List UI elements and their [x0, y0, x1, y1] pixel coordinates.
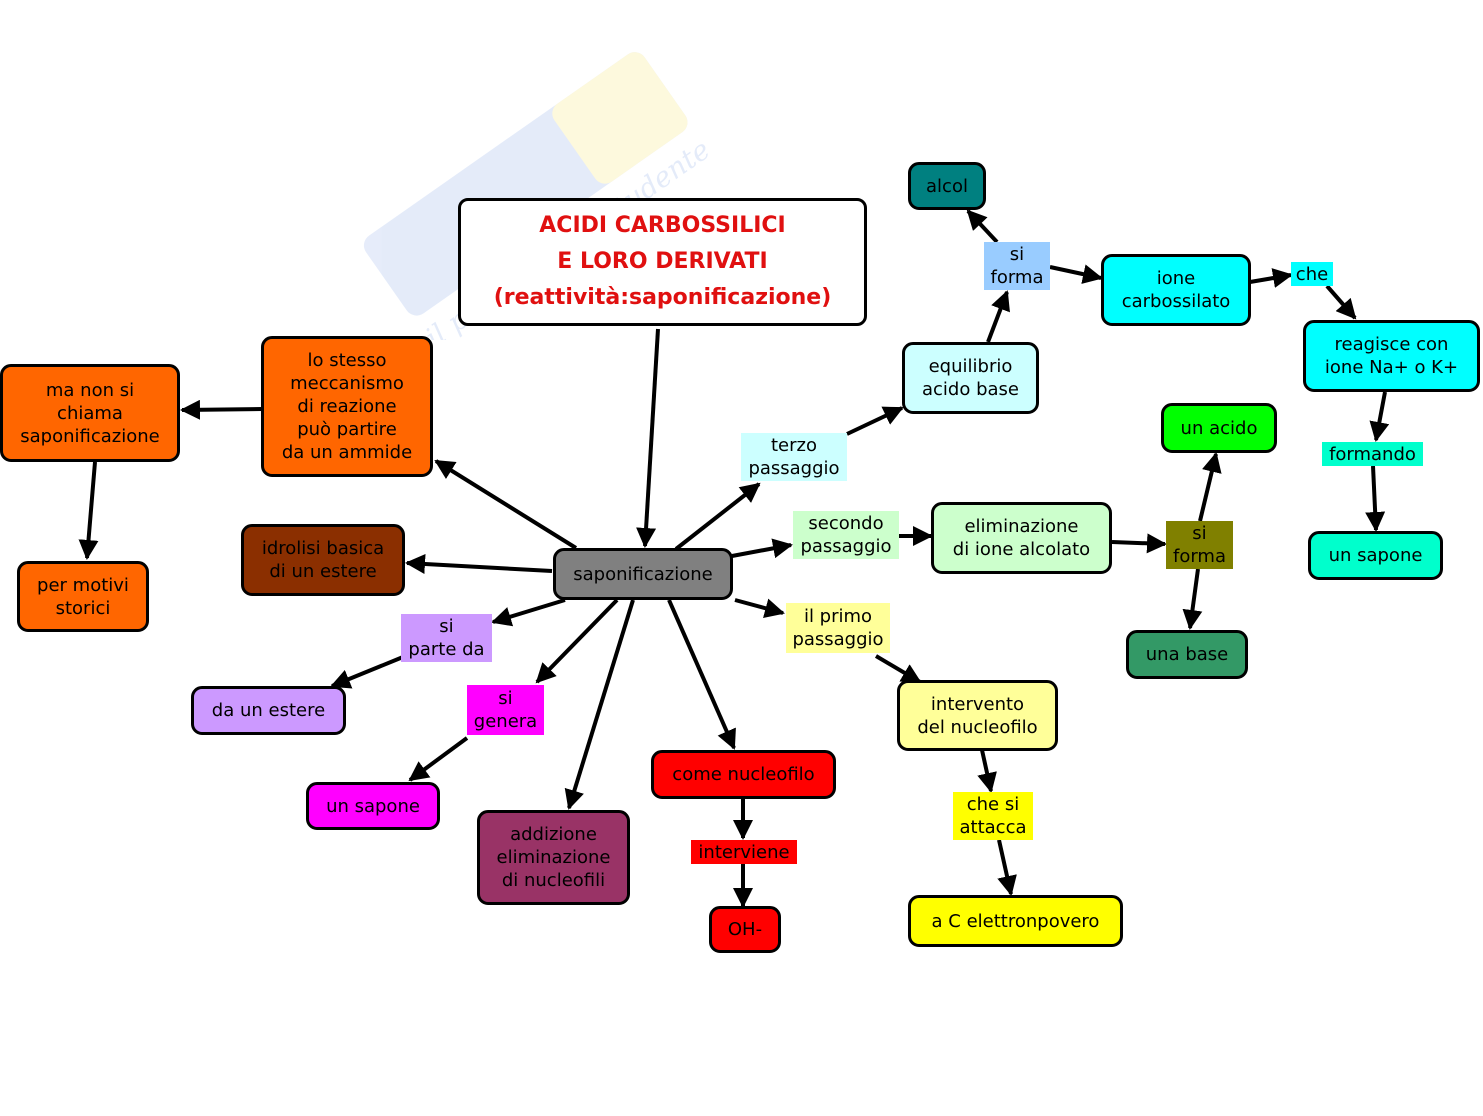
arrow: [731, 538, 793, 559]
arrow: [674, 482, 761, 551]
label-formando: formando: [1322, 442, 1423, 466]
arrow: [491, 598, 566, 627]
node-intervento-del-nucleofilo: intervento del nucleofilo: [897, 680, 1058, 751]
arrow: [330, 655, 404, 689]
diagram-title: ACIDI CARBOSSILICI E LORO DERIVATI (reat…: [458, 198, 867, 326]
arrow: [734, 598, 785, 618]
label-si-forma-upper: si forma: [984, 242, 1050, 290]
node-addizione-eliminazione: addizione eliminazione di nucleofili: [477, 810, 630, 905]
arrow: [667, 599, 736, 750]
node-a-c-elettronpovero: a C elettronpovero: [908, 895, 1123, 947]
node-ma-non-si-chiama: ma non si chiama saponificazione: [0, 364, 180, 462]
node-per-motivi-storici: per motivi storici: [17, 561, 149, 632]
label-il-primo-passaggio: il primo passaggio: [786, 603, 890, 653]
arrow: [997, 839, 1017, 896]
arrow: [535, 598, 619, 684]
arrow: [78, 461, 99, 560]
label-si-parte-da: si parte da: [401, 614, 492, 662]
arrow: [1325, 284, 1357, 320]
arrow: [180, 399, 263, 420]
node-idrolisi-basica: idrolisi basica di un estere: [241, 524, 405, 596]
arrow: [1249, 268, 1293, 288]
label-si-forma-lower: si forma: [1166, 521, 1233, 569]
node-equilibrio-acido-base: equilibrio acido base: [902, 342, 1039, 414]
node-una-base: una base: [1126, 630, 1248, 679]
arrow: [1365, 465, 1386, 532]
title-line-1: ACIDI CARBOSSILICI: [539, 213, 786, 238]
node-un-sapone-right: un sapone: [1308, 531, 1443, 580]
label-si-genera: si genera: [467, 685, 544, 735]
arrow: [846, 406, 904, 436]
title-line-3: (reattività:saponificazione): [493, 285, 832, 310]
arrow: [966, 209, 999, 244]
node-un-acido: un acido: [1161, 403, 1277, 453]
node-reagisce-con-ione: reagisce con ione Na+ o K+: [1303, 320, 1480, 392]
arrow: [1049, 264, 1103, 284]
node-come-nucleofilo: come nucleofilo: [651, 750, 836, 799]
label-che: che: [1291, 262, 1333, 286]
arrow: [1182, 568, 1203, 630]
arrow: [1111, 533, 1167, 554]
label-interviene: interviene: [691, 840, 797, 864]
node-saponificazione: saponificazione: [553, 548, 733, 600]
arrow: [408, 736, 469, 782]
arrow: [874, 654, 922, 684]
label-che-si-attacca: che si attacca: [953, 792, 1033, 840]
node-eliminazione-ione-alcolato: eliminazione di ione alcolato: [931, 502, 1112, 574]
node-alcol: alcol: [908, 162, 986, 210]
arrow: [434, 459, 578, 550]
label-secondo-passaggio: secondo passaggio: [793, 511, 899, 559]
node-oh: OH-: [709, 906, 781, 953]
label-terzo-passaggio: terzo passaggio: [741, 433, 847, 481]
title-line-2: E LORO DERIVATI: [557, 249, 768, 274]
arrow: [1369, 391, 1390, 442]
arrow: [1198, 452, 1222, 522]
node-un-sapone-left: un sapone: [306, 782, 440, 830]
arrow: [636, 328, 660, 548]
arrow: [986, 290, 1010, 343]
arrow: [564, 599, 635, 810]
node-lo-stesso-meccanismo: lo stesso meccanismo di reazione può par…: [261, 336, 433, 477]
node-ione-carbossilato: ione carbossilato: [1101, 254, 1251, 326]
node-da-un-estere: da un estere: [191, 686, 346, 735]
arrow: [977, 749, 997, 793]
arrow: [405, 554, 553, 574]
